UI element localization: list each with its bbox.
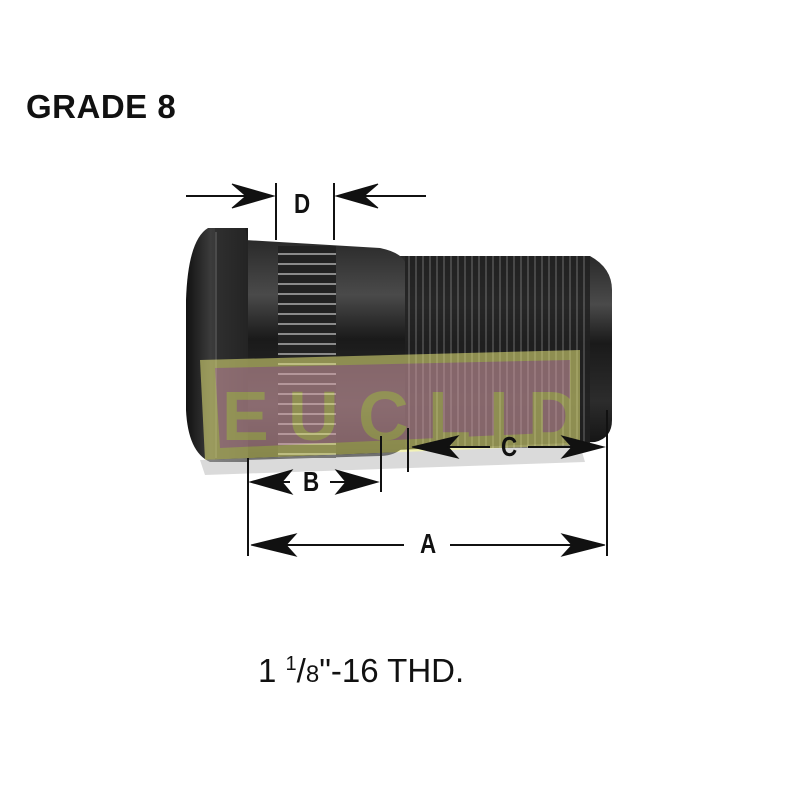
grade-title: GRADE 8 — [26, 88, 177, 125]
dimension-label-d: D — [294, 188, 311, 219]
dimension-label-b: B — [303, 466, 320, 497]
caption-numerator: 1 — [285, 653, 297, 675]
caption-slash: / — [296, 652, 306, 689]
caption-denominator: 8 — [305, 661, 320, 688]
euclid-watermark: E U C L I D — [200, 350, 585, 475]
dimension-label-c: C — [501, 431, 518, 462]
dimension-label-a: A — [420, 528, 437, 559]
dimension-a — [250, 533, 606, 557]
dimension-c — [407, 410, 608, 556]
dimension-b — [247, 436, 382, 556]
dimension-d — [186, 183, 426, 240]
svg-text:E U C L I D: E U C L I D — [222, 377, 579, 455]
caption-suffix: "-16 THD. — [319, 652, 465, 689]
thread-spec-caption: 1 1/8"-16 THD. — [258, 652, 464, 690]
caption-whole: 1 — [258, 652, 286, 689]
